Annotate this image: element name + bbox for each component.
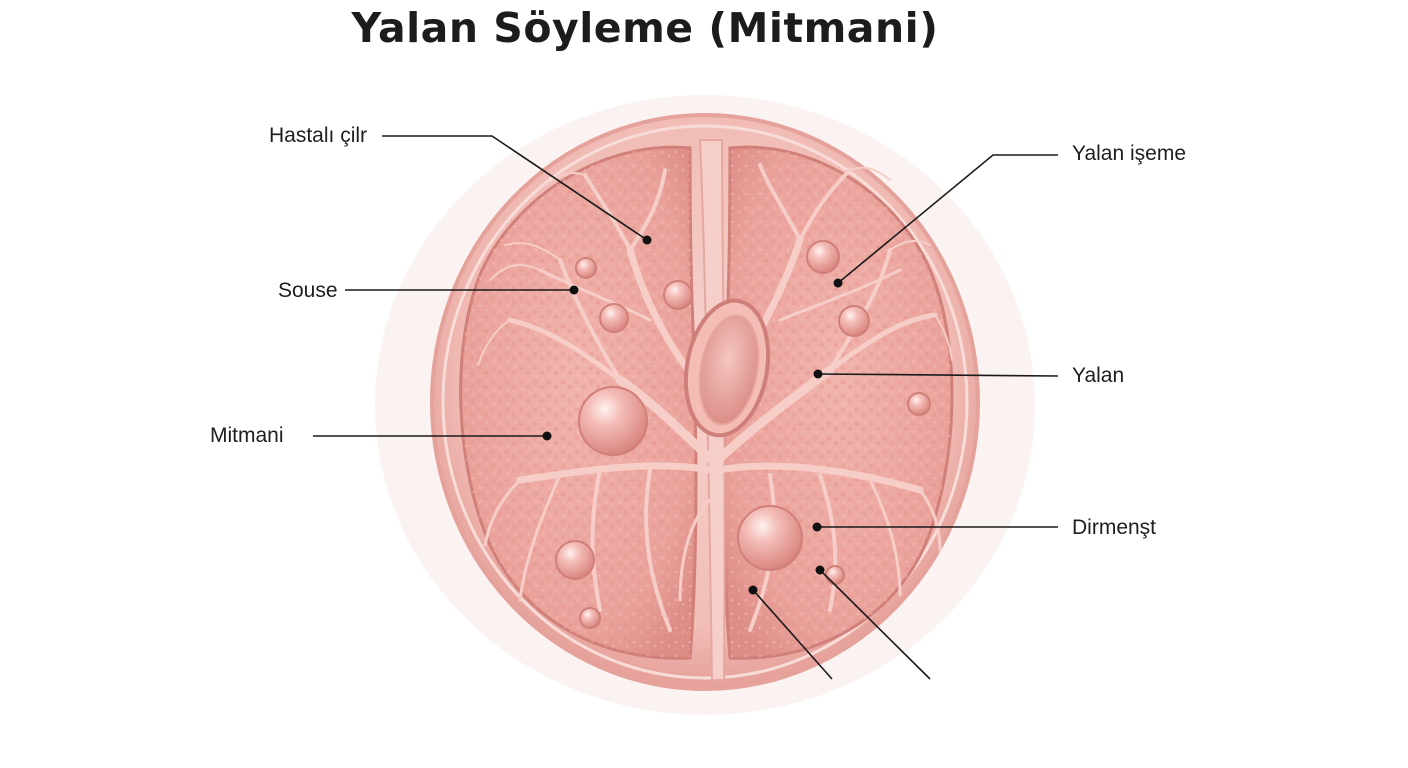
label-hastali-cilr: Hastalı çilr	[269, 124, 368, 147]
cyst	[838, 305, 870, 337]
cyst	[825, 565, 845, 585]
leader-dot	[569, 285, 579, 295]
cysts	[555, 240, 931, 629]
cyst	[806, 240, 840, 274]
cyst	[555, 540, 595, 580]
inner-capsule-ring	[441, 124, 969, 680]
leader-line-lower-1	[752, 589, 833, 680]
label-dirmenst: Dirmenşt	[1072, 516, 1157, 539]
cyst	[575, 257, 597, 279]
leader-dot	[813, 369, 823, 379]
leader-dot	[812, 522, 822, 532]
leader-line-yalan	[817, 373, 1059, 377]
leader-dot	[542, 431, 552, 441]
leader-dot	[815, 565, 825, 575]
leader-dots	[542, 235, 843, 595]
label-mitmani: Mitmani	[210, 424, 284, 447]
cyst	[663, 280, 693, 310]
cyst	[599, 303, 629, 333]
cyst	[578, 386, 648, 456]
leader-lines	[313, 135, 1059, 680]
label-souse: Souse	[278, 279, 338, 302]
central-oval-inner	[698, 314, 760, 426]
leader-dot	[748, 585, 758, 595]
leader-line-hastali-cilr	[382, 135, 648, 241]
cyst	[737, 505, 803, 571]
label-yalan: Yalan	[1072, 364, 1125, 387]
leader-line-lower-2	[819, 569, 931, 680]
cyst	[907, 392, 931, 416]
leader-line-yalan-iseme	[837, 154, 1058, 284]
label-yalan-iseme: Yalan işeme	[1072, 142, 1187, 165]
leader-dot	[642, 235, 652, 245]
cyst	[579, 607, 601, 629]
leader-dot	[833, 278, 843, 288]
diagram-title: Yalan Söyleme (Mitmani)	[351, 4, 939, 52]
left-vessel-tree	[477, 168, 717, 632]
